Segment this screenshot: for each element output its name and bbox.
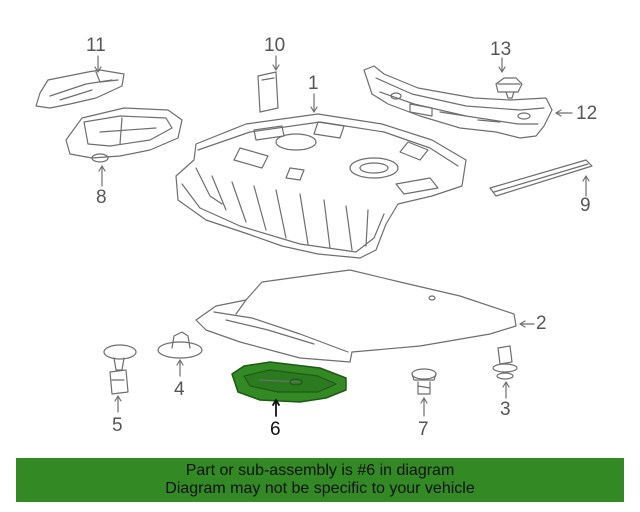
callout-5[interactable]: 5 [112,415,123,436]
part-4-drawing [157,331,203,359]
banner-line-2: Diagram may not be specific to your vehi… [165,480,475,497]
callout-12[interactable]: 12 [576,103,598,124]
part-11-drawing [35,69,125,109]
part-5-drawing [103,344,137,395]
part-9-drawing [489,159,593,197]
callout-10[interactable]: 10 [264,35,286,56]
part-13-drawing [495,77,523,99]
callout-6[interactable]: 6 [270,419,281,440]
callout-8[interactable]: 8 [96,187,107,208]
part-3-drawing [492,345,518,380]
callout-9[interactable]: 9 [580,195,591,216]
callout-13[interactable]: 13 [490,39,512,60]
part-8-drawing [65,107,183,163]
part-10-drawing [257,71,279,113]
part-1-drawing [175,113,467,259]
banner-line-1: Part or sub-assembly is #6 in diagram [185,462,455,479]
callout-4[interactable]: 4 [174,379,185,400]
callout-11[interactable]: 11 [86,35,106,56]
part-6-drawing [231,361,347,403]
leader-lines [94,55,590,417]
callout-3[interactable]: 3 [500,399,511,420]
part-7-drawing [411,368,437,395]
callout-2[interactable]: 2 [536,313,547,334]
callout-7[interactable]: 7 [418,419,429,440]
part-12-drawing [363,65,553,139]
part-2-drawing [195,269,517,363]
diagram-notice-banner: Part or sub-assembly is #6 in diagram Di… [16,458,624,502]
callout-1[interactable]: 1 [308,73,319,94]
